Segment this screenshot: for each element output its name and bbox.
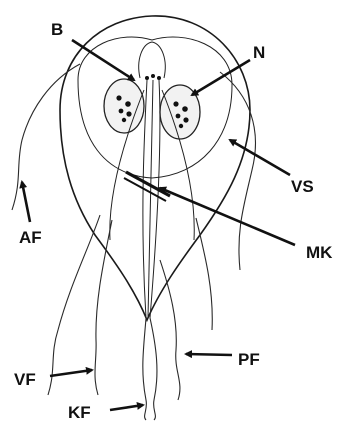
ventral-flagellum-left <box>48 215 100 395</box>
label-mk: MK <box>306 243 333 262</box>
label-pf: PF <box>238 350 260 369</box>
label-b: B <box>51 20 63 39</box>
posterior-flagellum-right <box>196 218 212 330</box>
label-vf: VF <box>14 370 36 389</box>
label-kf: KF <box>68 403 91 422</box>
basal-bodies <box>139 42 166 80</box>
arrow-b <box>72 40 134 80</box>
label-n: N <box>253 43 265 62</box>
arrow-pf <box>186 354 232 355</box>
arrow-vf <box>50 370 92 376</box>
label-vs: VS <box>291 177 314 196</box>
posterior-flagellum <box>160 260 180 400</box>
arrow-n <box>192 60 250 95</box>
arrow-mk <box>160 188 295 245</box>
arrow-vs <box>230 140 290 175</box>
cell-body <box>60 16 250 320</box>
arrow-af <box>22 182 30 222</box>
caudal-flagellum <box>143 318 157 420</box>
arrow-kf <box>110 405 143 410</box>
label-af: AF <box>19 228 42 247</box>
